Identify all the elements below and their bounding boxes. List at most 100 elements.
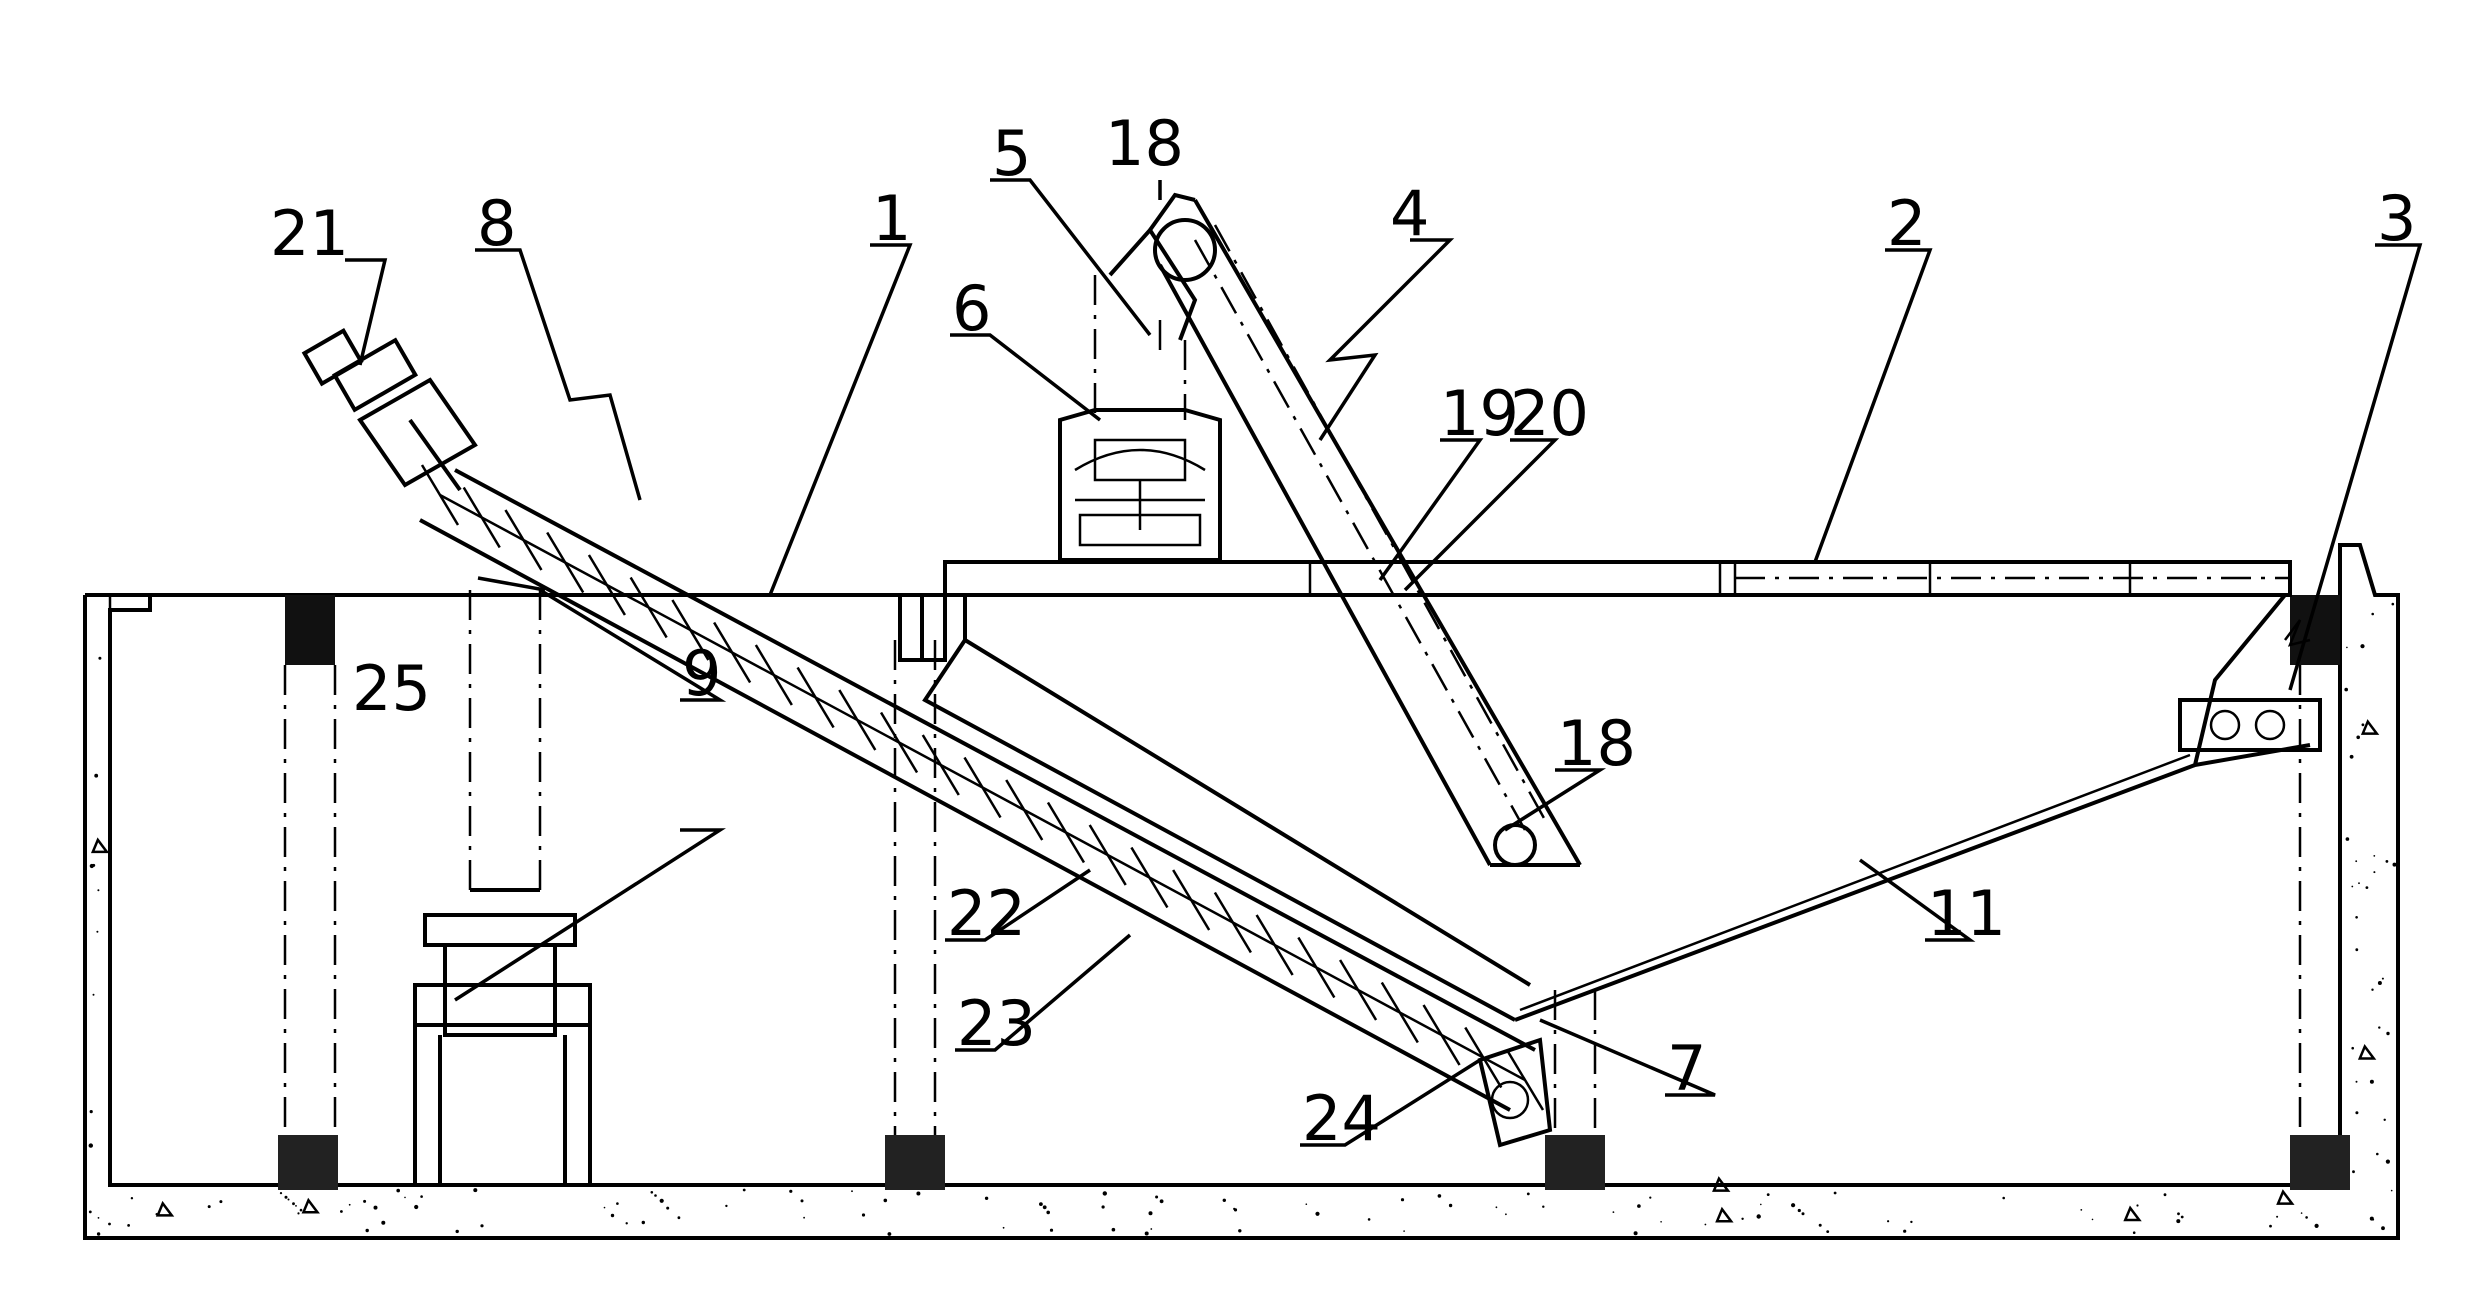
screw-flight <box>1172 869 1211 931</box>
aggregate-dot <box>1049 1228 1054 1232</box>
aggregate-dot <box>420 1195 423 1198</box>
aggregate-dot <box>292 1202 295 1206</box>
screw-flight <box>1005 779 1044 841</box>
label-22: 22 <box>947 877 1026 950</box>
aggregate-dot <box>1797 1208 1801 1213</box>
platform <box>898 560 2292 662</box>
aggregate-dot <box>2373 855 2376 857</box>
aggregate-dot <box>455 1229 459 1234</box>
aggregate-dot <box>348 1203 351 1206</box>
aggregate-dot <box>2392 862 2397 867</box>
aggregate-dot <box>1111 1227 1116 1232</box>
aggregate-dot <box>2352 1170 2355 1174</box>
aggregate-dot <box>861 1213 866 1217</box>
aggregate-dot <box>1801 1212 1805 1216</box>
aggregate-dot <box>1046 1210 1050 1215</box>
aggregate-dot <box>800 1199 804 1203</box>
part-labels: 1 2 3 4 5 6 7 8 9 11 18 18 19 20 21 22 2… <box>270 107 2416 1155</box>
aggregate-dot <box>1766 1193 1770 1196</box>
aggregate-dot <box>1238 1229 1242 1233</box>
screw-flight <box>1422 1004 1461 1066</box>
aggregate-triangle <box>155 1200 175 1217</box>
aggregate-dot <box>2300 1212 2303 1214</box>
chute <box>1093 226 1198 420</box>
aggregate-dot <box>1367 1218 1371 1221</box>
aggregate-dot <box>2369 1079 2374 1084</box>
label-24: 24 <box>1302 1082 1381 1155</box>
aggregate-dot <box>1315 1211 1320 1216</box>
aggregate-dot <box>1660 1221 1662 1223</box>
aggregate-dot <box>725 1204 728 1208</box>
aggregate-dot <box>2177 1212 2180 1216</box>
screw-flight <box>921 734 960 796</box>
aggregate-dot <box>1637 1204 1641 1208</box>
aggregate-dot <box>2355 916 2358 919</box>
label-21: 21 <box>270 197 349 270</box>
aggregate-dot <box>2378 1026 2381 1029</box>
aggregate-dot <box>625 1222 628 1225</box>
aggregate-dot <box>2314 1223 2319 1228</box>
label-1: 1 <box>872 182 911 255</box>
separator-machine <box>1058 408 1222 562</box>
label-5: 5 <box>992 117 1031 190</box>
aggregate-dot <box>2136 1204 2139 1207</box>
screw-flight <box>1297 936 1336 999</box>
screw-flight <box>713 621 752 684</box>
aggregate-dot <box>1233 1208 1238 1212</box>
aggregate-dot <box>2390 1189 2393 1192</box>
aggregate-dot <box>851 1190 853 1193</box>
aggregate-dot <box>616 1202 619 1205</box>
aggregate-dot <box>1910 1220 1913 1224</box>
screw-flight <box>1339 959 1378 1021</box>
screw-flight <box>504 509 543 571</box>
aggregate-dot <box>2361 723 2365 727</box>
support-and-unit <box>413 590 592 1185</box>
concrete-aggregate-marks <box>88 602 2397 1236</box>
aggregate-dot <box>2344 687 2348 692</box>
aggregate-dot <box>2383 1118 2386 1122</box>
aggregate-dot <box>1542 1205 1545 1208</box>
aggregate-triangle <box>90 837 110 854</box>
aggregate-dot <box>97 1217 100 1219</box>
aggregate-dot <box>1526 1192 1530 1196</box>
aggregate-dot <box>883 1198 888 1203</box>
aggregate-dot <box>1741 1217 1744 1221</box>
screw-flight <box>754 644 793 706</box>
label-9: 9 <box>682 637 721 710</box>
aggregate-dot <box>2377 981 2382 985</box>
aggregate-dot <box>1144 1231 1149 1236</box>
aggregate-dot <box>2351 885 2354 888</box>
concrete-pit <box>83 543 2400 1240</box>
aggregate-dot <box>1002 1226 1005 1229</box>
label-11: 11 <box>1927 877 2006 950</box>
aggregate-dot <box>2372 1218 2375 1221</box>
aggregate-dot <box>2355 860 2358 863</box>
screw-flight <box>1505 1049 1545 1111</box>
aggregate-dot <box>1101 1205 1105 1209</box>
screw-flight <box>838 689 877 751</box>
aggregate-dot <box>279 1192 283 1195</box>
aggregate-dot <box>219 1200 223 1204</box>
aggregate-dot <box>2360 644 2365 649</box>
aggregate-dot <box>2176 1219 2181 1224</box>
aggregate-dot <box>2391 602 2395 606</box>
aggregate-dot <box>2381 977 2384 980</box>
aggregate-dot <box>2269 1224 2272 1228</box>
aggregate-dot <box>1756 1214 1761 1219</box>
aggregate-dot <box>2346 646 2348 649</box>
aggregate-dot <box>1649 1196 1652 1199</box>
label-19: 19 <box>1440 377 1519 450</box>
aggregate-dot <box>1148 1211 1153 1216</box>
aggregate-dot <box>1791 1203 1796 1208</box>
screw-flight <box>879 711 919 774</box>
label-3: 3 <box>2377 182 2416 255</box>
screw-flight <box>1088 824 1127 886</box>
aggregate-dot <box>92 993 95 996</box>
aggregate-dot <box>97 889 100 892</box>
aggregate-triangle <box>2276 1189 2295 1205</box>
aggregate-dot <box>88 1143 94 1148</box>
label-25: 25 <box>352 652 431 725</box>
screw-flight <box>420 464 460 526</box>
aggregate-dot <box>2355 1111 2359 1115</box>
aggregate-dot <box>2386 1031 2390 1036</box>
